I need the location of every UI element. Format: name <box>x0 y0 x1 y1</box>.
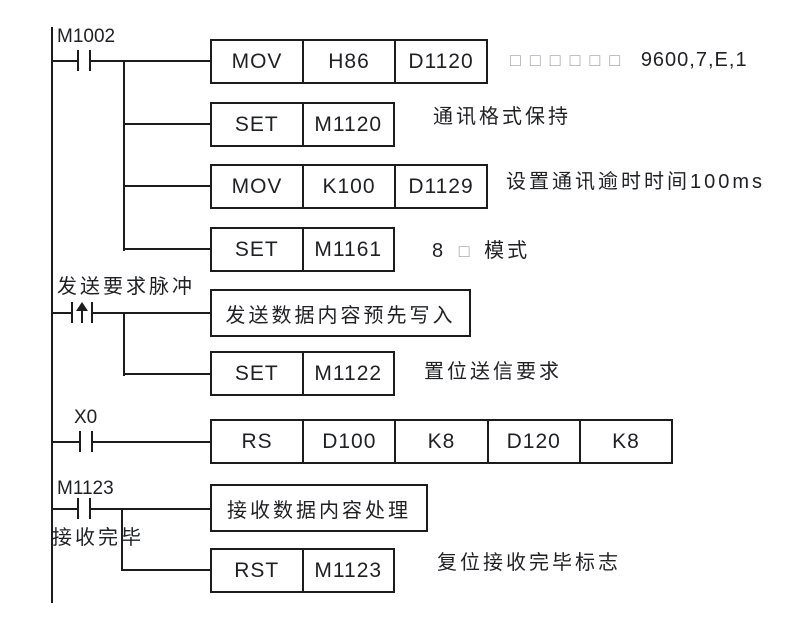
operand-cell: H86 <box>302 41 394 82</box>
comment-text: 9600,7,E,1 <box>640 49 748 71</box>
operand-cell: M1161 <box>301 229 394 270</box>
box-label: 发送数据内容预先写入 <box>225 304 456 327</box>
wire <box>124 123 210 125</box>
instruction-box-mov-k100-d1129: MOV K100 D1129 <box>210 164 488 209</box>
opcode-cell: MOV <box>231 174 283 198</box>
branch-line <box>121 508 123 571</box>
operand-cell: M1122 <box>301 353 394 394</box>
wire <box>93 312 210 314</box>
no-contact-icon <box>77 498 79 519</box>
branch-line <box>123 312 125 376</box>
no-contact-icon <box>89 50 91 71</box>
operand-cell: K8 <box>578 421 671 462</box>
operand-cell: D1129 <box>394 166 486 207</box>
up-arrow-stem <box>81 309 83 323</box>
wire <box>123 569 210 571</box>
wire <box>124 248 210 250</box>
operand-cell: M1123 <box>301 550 394 591</box>
no-contact-icon <box>77 50 79 71</box>
instruction-box-mov-h86-d1120: MOV H86 D1120 <box>210 39 488 84</box>
opcode-cell: SET <box>234 112 279 136</box>
no-contact-icon <box>89 498 91 519</box>
rising-edge-contact-icon <box>71 302 73 323</box>
operand-cell: D100 <box>302 421 394 462</box>
comment-reset-receive-flag: 复位接收完毕标志 <box>437 552 621 574</box>
contact-sublabel-receive-complete: 接收完毕 <box>52 527 144 549</box>
instruction-box-rst-m1123: RST M1123 <box>210 548 395 593</box>
contact-label-m1123: M1123 <box>57 478 114 499</box>
comment-timeout: 设置通讯逾时时间100ms <box>506 171 766 193</box>
no-contact-icon <box>91 431 93 452</box>
opcode-cell: RS <box>241 429 273 453</box>
wire <box>52 60 78 62</box>
missing-glyph-box: □ <box>458 241 472 261</box>
contact-label-send-request-pulse: 发送要求脉冲 <box>57 276 195 298</box>
instruction-box-set-m1122: SET M1122 <box>210 351 395 396</box>
wire <box>52 441 80 443</box>
instruction-box-preload-send-data: 发送数据内容预先写入 <box>210 289 471 337</box>
comment-8bit-mode: 8 □ 模式 <box>432 240 530 262</box>
comment-prefix: 8 <box>432 240 447 262</box>
missing-glyph-boxes: □ □ □ □ □ □ <box>510 50 623 70</box>
comment-baud-format: □ □ □ □ □ □ 9600,7,E,1 <box>510 49 748 71</box>
wire <box>124 185 210 187</box>
branch-line <box>123 60 125 251</box>
left-power-rail <box>51 27 53 603</box>
box-label: 接收数据内容处理 <box>227 499 411 522</box>
wire <box>93 441 210 443</box>
operand-cell: K8 <box>394 421 486 462</box>
instruction-box-set-m1161: SET M1161 <box>210 227 395 272</box>
comment-keep-format: 通讯格式保持 <box>433 106 571 128</box>
up-arrow-icon <box>76 302 88 311</box>
wire <box>52 312 72 314</box>
operand-cell: D1120 <box>394 41 486 82</box>
opcode-cell: SET <box>234 237 279 261</box>
rising-edge-contact-icon <box>91 302 93 323</box>
instruction-box-set-m1120: SET M1120 <box>210 102 395 147</box>
instruction-box-process-received-data: 接收数据内容处理 <box>210 484 428 532</box>
opcode-cell: MOV <box>231 49 283 73</box>
comment-set-send-request: 置位送信要求 <box>424 361 562 383</box>
wire <box>91 60 210 62</box>
wire <box>124 373 210 375</box>
wire <box>91 508 210 510</box>
no-contact-icon <box>79 431 81 452</box>
contact-label-m1002: M1002 <box>57 26 116 47</box>
opcode-cell: SET <box>234 361 279 385</box>
comment-suffix: 模式 <box>484 240 531 262</box>
operand-cell: D120 <box>486 421 579 462</box>
operand-cell: K100 <box>302 166 394 207</box>
contact-label-x0: X0 <box>74 407 98 428</box>
opcode-cell: RST <box>234 558 280 582</box>
wire <box>52 508 78 510</box>
instruction-box-rs: RS D100 K8 D120 K8 <box>210 419 673 464</box>
operand-cell: M1120 <box>301 104 394 145</box>
